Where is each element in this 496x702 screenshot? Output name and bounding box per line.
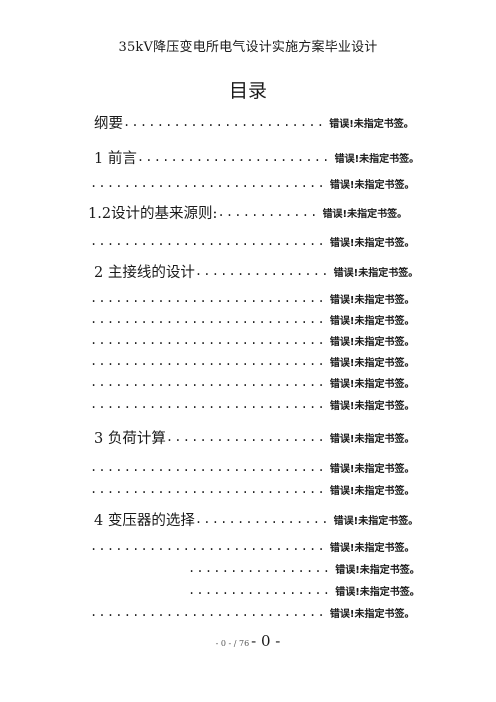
toc-leader-dots: ............................ <box>90 354 326 368</box>
toc-error-text: 错误!未指定书签。 <box>329 294 415 306</box>
toc-entry[interactable]: 4 变压器的选择................错误!未指定书签。 <box>94 508 418 530</box>
toc-error-text: 错误!未指定书签。 <box>329 315 415 327</box>
toc-entry[interactable]: ............................错误!未指定书签。 <box>90 329 414 351</box>
toc-entry-label: 纲要 <box>94 115 123 132</box>
toc-leader-dots: ............................ <box>90 234 326 248</box>
toc-entry[interactable]: ............................错误!未指定书签。 <box>90 393 414 415</box>
toc-leader-dots: ............................ <box>90 482 326 496</box>
toc-entry[interactable]: ............................错误!未指定书签。 <box>90 172 414 194</box>
toc-entry[interactable]: 3 负荷计算...................错误!未指定书签。 <box>94 426 414 448</box>
toc-error-text: 错误!未指定书签。 <box>329 336 415 348</box>
toc-entry-label: 3 负荷计算 <box>94 430 166 447</box>
toc-entry-label: 2 主接线的设计 <box>94 264 195 281</box>
toc-entry[interactable]: ............................错误!未指定书签。 <box>90 308 414 330</box>
toc-leader-dots: ............................ <box>90 460 326 474</box>
toc-leader-dots: ................ <box>194 512 330 526</box>
toc-error-text: 错误!未指定书签。 <box>329 542 415 554</box>
toc-leader-dots: ........................ <box>123 115 326 129</box>
toc-entry[interactable]: ............................错误!未指定书签。 <box>90 456 414 478</box>
toc-error-text: 错误!未指定书签。 <box>335 564 420 576</box>
toc-leader-dots: ............................ <box>90 397 326 411</box>
toc-leader-dots: ............ <box>217 205 319 219</box>
toc-entry-label: 1.2设计的基来源则: <box>88 205 218 222</box>
toc-error-text: 错误!未指定书签。 <box>329 118 414 130</box>
toc-error-text: 错误!未指定书签。 <box>333 267 419 279</box>
toc-entry[interactable]: .................错误!未指定书签。 <box>188 557 420 579</box>
toc-entry-label: 1 前言 <box>94 150 137 167</box>
toc-error-text: 错误!未指定书签。 <box>335 586 420 598</box>
toc-leader-dots: ............................ <box>90 605 326 619</box>
toc-leader-dots: ............................ <box>90 312 326 326</box>
toc-leader-dots: ............................ <box>90 375 326 389</box>
toc-error-text: 错误!未指定书签。 <box>322 208 408 220</box>
page-count: - 0 - / 76 <box>215 639 250 648</box>
toc-entry[interactable]: ............................错误!未指定书签。 <box>90 230 414 252</box>
toc-leader-dots: ................. <box>188 583 332 597</box>
toc-entry[interactable]: ............................错误!未指定书签。 <box>90 535 414 557</box>
toc-entry[interactable]: 1.2设计的基来源则:............错误!未指定书签。 <box>88 201 407 223</box>
toc-leader-dots: ................... <box>165 430 326 444</box>
toc-error-text: 错误!未指定书签。 <box>333 515 419 527</box>
toc-error-text: 错误!未指定书签。 <box>329 400 415 412</box>
toc-leader-dots: ................ <box>194 264 330 278</box>
toc-entry[interactable]: ............................错误!未指定书签。 <box>90 371 414 393</box>
toc-entry[interactable]: 2 主接线的设计................错误!未指定书签。 <box>94 260 418 282</box>
toc-entry[interactable]: ............................错误!未指定书签。 <box>90 287 414 309</box>
toc-leader-dots: ............................ <box>90 539 326 553</box>
toc-leader-dots: ............................ <box>90 291 326 305</box>
toc-error-text: 错误!未指定书签。 <box>329 463 415 475</box>
page-number: - 0 - <box>251 632 281 650</box>
toc-error-text: 错误!未指定书签。 <box>329 433 415 445</box>
toc-leader-dots: ................. <box>188 561 332 575</box>
toc-entry[interactable]: 1 前言.......................错误!未指定书签。 <box>94 146 419 168</box>
toc-error-text: 错误!未指定书签。 <box>329 237 415 249</box>
toc-error-text: 错误!未指定书签。 <box>329 378 415 390</box>
toc-leader-dots: ....................... <box>136 150 331 164</box>
toc-error-text: 错误!未指定书签。 <box>329 179 415 191</box>
toc-entry[interactable]: ............................错误!未指定书签。 <box>90 350 414 372</box>
toc-entry[interactable]: 纲要........................错误!未指定书签。 <box>94 111 414 133</box>
toc-leader-dots: ............................ <box>90 176 326 190</box>
toc-leader-dots: ............................ <box>90 333 326 347</box>
page-header: 35kV降压变电所电气设计实施方案毕业设计 <box>118 40 378 55</box>
toc-entry[interactable]: ............................错误!未指定书签。 <box>90 601 414 623</box>
page-footer: - 0 - / 76 - 0 - <box>0 632 496 650</box>
toc-error-text: 错误!未指定书签。 <box>334 153 420 165</box>
toc-entry-label: 4 变压器的选择 <box>94 512 195 529</box>
toc-title: 目录 <box>228 80 267 102</box>
toc-entry[interactable]: .................错误!未指定书签。 <box>188 579 420 601</box>
toc-error-text: 错误!未指定书签。 <box>329 357 415 369</box>
toc-entry[interactable]: ............................错误!未指定书签。 <box>90 478 414 500</box>
toc-error-text: 错误!未指定书签。 <box>329 485 415 497</box>
toc-error-text: 错误!未指定书签。 <box>329 608 415 620</box>
